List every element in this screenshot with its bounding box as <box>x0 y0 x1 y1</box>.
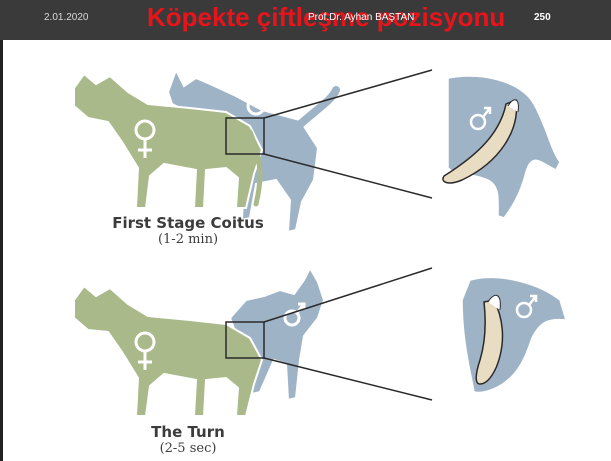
stage1-caption: First Stage Coitus (1-2 min) <box>98 214 278 247</box>
slide-page-number: 250 <box>534 12 551 23</box>
stage2-title: The Turn <box>98 423 278 441</box>
stage1-detail <box>443 76 560 218</box>
slide-date: 2.01.2020 <box>44 12 89 23</box>
mating-position-illustration <box>0 40 611 461</box>
stage2-detail <box>462 277 566 392</box>
slide-author: Prof.Dr. Ayhan BAŞTAN <box>308 12 414 23</box>
stage2-caption: The Turn (2-5 sec) <box>98 423 278 456</box>
stage1-duration: (1-2 min) <box>98 232 278 247</box>
stage2-female-dog <box>74 286 262 416</box>
stage2-duration: (2-5 sec) <box>98 441 278 456</box>
stage1-title: First Stage Coitus <box>98 214 278 232</box>
stage1-zoom-line-top <box>264 70 432 118</box>
